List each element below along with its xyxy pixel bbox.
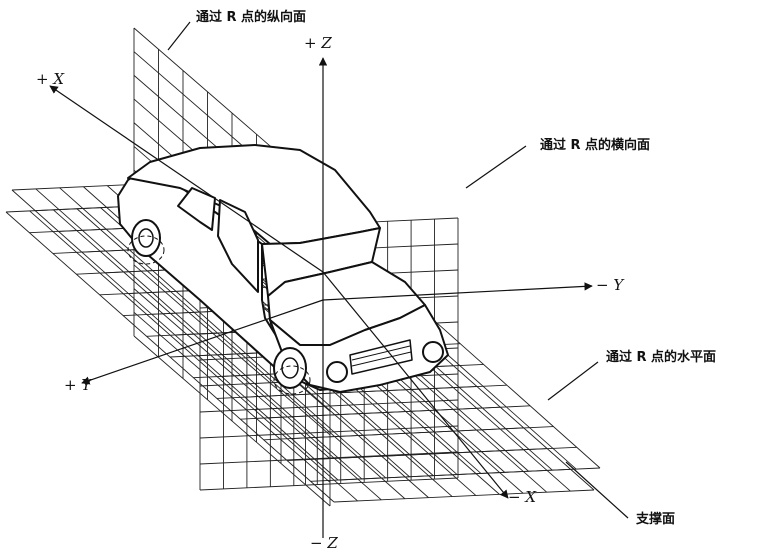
- grid-line: [199, 425, 459, 439]
- grid-line: [133, 311, 331, 483]
- minus-y-label: − Y: [596, 276, 624, 294]
- grid-line: [333, 489, 595, 503]
- x-axis-plus: [49, 85, 324, 273]
- car-rear-window: [177, 187, 216, 231]
- support-plane-label: 支撑面: [636, 512, 676, 527]
- horizontal-plane-label: 通过 R 点的水平面: [606, 350, 717, 365]
- grid-line: [133, 335, 331, 507]
- grid-line: [5, 211, 335, 503]
- grid-line: [268, 405, 531, 419]
- car-front-window: [217, 199, 259, 293]
- grid-line: [35, 188, 363, 480]
- grid-line: [199, 477, 459, 491]
- x-axis-minus: [322, 271, 509, 499]
- grid-line: [29, 210, 358, 502]
- grid-line: [133, 288, 331, 459]
- plus-z-label: + Z: [304, 34, 332, 52]
- y-axis-plus: [81, 299, 324, 385]
- minus-x-label: − X: [508, 488, 537, 506]
- y-axis-minus: [322, 282, 593, 301]
- plus-x-label: + X: [36, 70, 65, 88]
- car-right-headlight: [422, 341, 444, 363]
- minus-z-label: − Z: [310, 534, 338, 552]
- plus-y-label: + Y: [64, 376, 92, 394]
- grid-line: [314, 446, 577, 460]
- longitudinal-plane-label: 通过 R 点的纵向面: [196, 10, 307, 25]
- car-illustration: [117, 144, 449, 395]
- label-leaders: [167, 21, 629, 519]
- car-grille: [349, 339, 413, 375]
- grid-line: [199, 399, 459, 413]
- coordinate-axes: [49, 57, 593, 538]
- grid-line: [11, 189, 339, 481]
- grid-line: [337, 467, 601, 481]
- grid-line: [244, 384, 507, 398]
- grid-line: [133, 264, 331, 436]
- car-left-headlight: [326, 361, 348, 383]
- grid-line: [291, 426, 554, 440]
- transverse-plane-label: 通过 R 点的横向面: [540, 138, 651, 153]
